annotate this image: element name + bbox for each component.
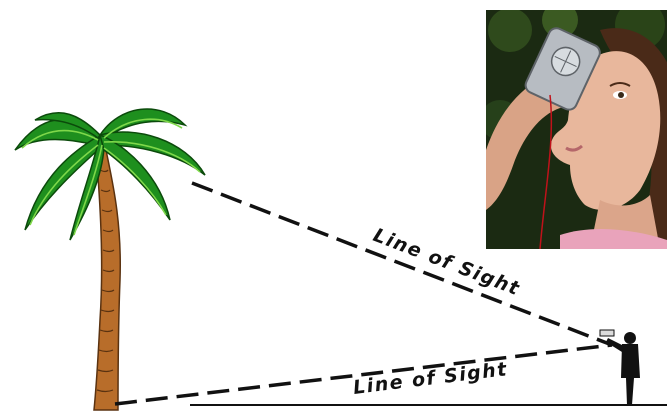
clinometer-photo bbox=[480, 0, 667, 249]
palm-tree-icon bbox=[15, 109, 205, 410]
lower-sight-label: Line of Sight bbox=[352, 358, 509, 399]
